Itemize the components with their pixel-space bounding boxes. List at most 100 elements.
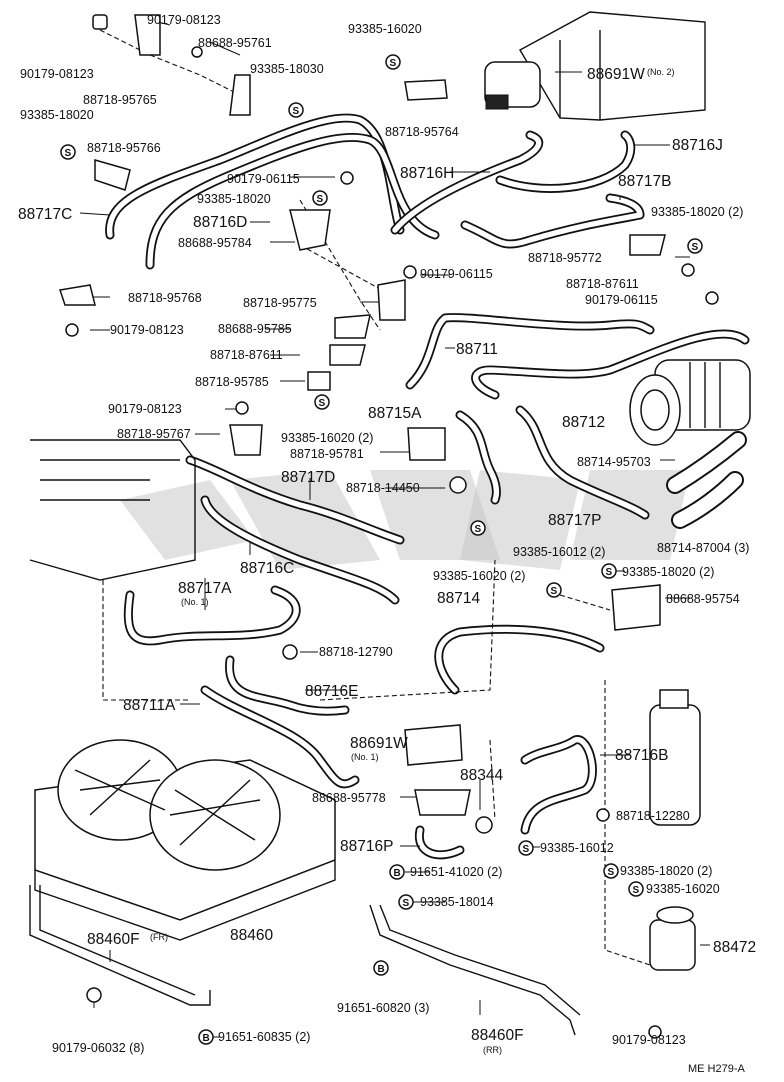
evaporator-case xyxy=(29,439,196,581)
label-88716J: 88716J xyxy=(672,137,723,154)
diagram-code: ME H279-A xyxy=(688,1063,746,1075)
hose-88714-95703 xyxy=(666,431,747,529)
pipe-88717D xyxy=(185,455,405,545)
pipe-88717A xyxy=(123,585,301,646)
label-93385-16020-2: 93385-16020 (2) xyxy=(433,569,525,583)
label-88718-95768: 88718-95768 xyxy=(128,291,202,305)
label-91651-60820: 91651-60820 (3) xyxy=(337,1001,429,1015)
svg-text:S: S xyxy=(65,148,72,159)
symbol-s-5: S xyxy=(687,238,703,254)
label-88715A: 88715A xyxy=(368,405,422,422)
bracket-88460F-rr xyxy=(369,904,581,1036)
pipe-88712 xyxy=(471,329,750,400)
label-88716E: 88716E xyxy=(305,683,358,700)
label-88718-14450: 88718-14450 xyxy=(346,481,420,495)
label-90179-06115: 90179-06115 xyxy=(420,267,493,281)
receiver-dryer xyxy=(649,689,701,826)
label-88711A: 88711A xyxy=(123,697,176,714)
label-88716H: 88716H xyxy=(400,165,454,182)
label-90179-08123: 90179-08123 xyxy=(108,402,182,416)
label-93385-16020: 93385-16020 xyxy=(348,22,422,36)
label-88716C: 88716C xyxy=(240,560,294,577)
pipe-88716E xyxy=(225,655,350,716)
svg-text:S: S xyxy=(608,867,615,878)
label-88714: 88714 xyxy=(437,590,480,607)
symbol-s-8: S xyxy=(546,582,562,598)
label-93385-18030: 93385-18030 xyxy=(250,62,324,76)
svg-text:S: S xyxy=(293,106,300,117)
svg-text:S: S xyxy=(606,567,613,578)
pipe-88716J xyxy=(495,130,636,193)
label-90179-06115: 90179-06115 xyxy=(227,172,300,186)
label-90179-08123: 90179-08123 xyxy=(110,323,184,337)
label-88717B: 88717B xyxy=(618,173,671,190)
symbol-s-12: S xyxy=(628,881,644,897)
label-93385-18020-2: 93385-18020 (2) xyxy=(622,565,714,579)
label-88691W-note: (No. 2) xyxy=(647,67,675,77)
svg-text:S: S xyxy=(633,885,640,896)
pipe-88714 xyxy=(434,624,605,695)
label-93385-18020: 93385-18020 xyxy=(20,108,94,122)
svg-text:S: S xyxy=(319,398,326,409)
evaporator-housing xyxy=(484,11,706,121)
label-88460: 88460 xyxy=(230,927,273,944)
label-88718-95781: 88718-95781 xyxy=(290,447,364,461)
reference-lines xyxy=(99,29,651,966)
label-90179-08123: 90179-08123 xyxy=(612,1033,686,1047)
symbol-s-1: S xyxy=(288,102,304,118)
label-90179-06032: 90179-06032 (8) xyxy=(52,1041,144,1055)
symbol-s-11: S xyxy=(603,863,619,879)
symbol-s-4: S xyxy=(312,190,328,206)
svg-text:B: B xyxy=(203,1033,210,1044)
label-93385-18014: 93385-18014 xyxy=(420,895,494,909)
label-91651-41020: 91651-41020 (2) xyxy=(410,865,502,879)
label-93385-16012-2: 93385-16012 (2) xyxy=(513,545,605,559)
svg-text:S: S xyxy=(317,194,324,205)
label-88718-95764: 88718-95764 xyxy=(385,125,459,139)
symbol-b-1: B xyxy=(389,864,405,880)
hardware-parts xyxy=(59,14,719,1039)
label-88711: 88711 xyxy=(456,341,498,358)
label-88718-95765: 88718-95765 xyxy=(83,93,157,107)
label-93385-18020: 93385-18020 xyxy=(197,192,271,206)
label-88717C: 88717C xyxy=(18,206,72,223)
symbol-s-7: S xyxy=(470,520,486,536)
symbol-s-2: S xyxy=(60,144,76,160)
symbol-s-13: S xyxy=(398,894,414,910)
label-88460F-note: (FR) xyxy=(150,932,168,942)
label-88716D: 88716D xyxy=(193,214,247,231)
part-labels: 90179-08123 88688-95761 90179-08123 9338… xyxy=(18,13,756,1075)
bracket-88460F-fr xyxy=(29,885,211,1006)
pipe-88711 xyxy=(405,313,655,390)
label-88716P: 88716P xyxy=(340,838,393,855)
label-88344: 88344 xyxy=(460,767,503,784)
pipe-88716D xyxy=(145,132,440,270)
label-93385-18020-2: 93385-18020 (2) xyxy=(620,864,712,878)
label-93385-18020-2: 93385-18020 (2) xyxy=(651,205,743,219)
compressor xyxy=(629,359,751,446)
svg-text:B: B xyxy=(378,964,385,975)
label-88688-95785: 88688-95785 xyxy=(218,322,292,336)
svg-text:S: S xyxy=(403,898,410,909)
label-88714-95703: 88714-95703 xyxy=(577,455,651,469)
label-90179-08123: 90179-08123 xyxy=(20,67,94,81)
symbol-s-9: S xyxy=(601,563,617,579)
label-88460F-note: (RR) xyxy=(483,1045,502,1055)
label-93385-16012: 93385-16012 xyxy=(540,841,614,855)
pipe-88716P xyxy=(414,825,465,860)
label-90179-06115: 90179-06115 xyxy=(585,293,658,307)
svg-text:S: S xyxy=(475,524,482,535)
label-90179-08123: 90179-08123 xyxy=(147,13,221,27)
svg-text:S: S xyxy=(692,242,699,253)
label-88691W: 88691W xyxy=(587,66,645,83)
label-88688-95761: 88688-95761 xyxy=(198,36,272,50)
label-88718-12790: 88718-12790 xyxy=(319,645,393,659)
label-88717D: 88717D xyxy=(281,469,335,486)
label-88718-95772: 88718-95772 xyxy=(528,251,602,265)
pressure-switch-88472 xyxy=(649,906,696,971)
pipe-88717P xyxy=(515,405,650,520)
label-88691W-note: (No. 1) xyxy=(351,752,379,762)
svg-text:B: B xyxy=(394,868,401,879)
label-88718-95766: 88718-95766 xyxy=(87,141,161,155)
label-88718-12280: 88718-12280 xyxy=(616,809,690,823)
